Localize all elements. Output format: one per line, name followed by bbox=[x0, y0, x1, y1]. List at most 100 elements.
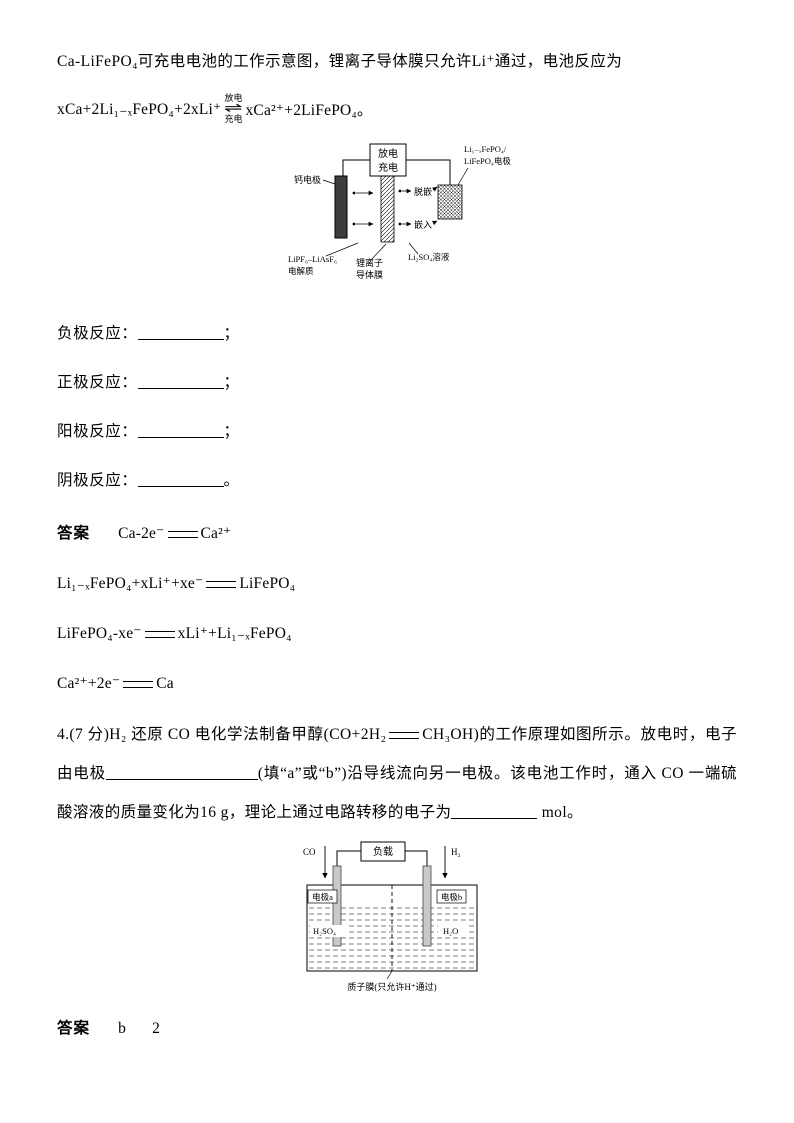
question-label: 阳极反应： bbox=[57, 423, 138, 441]
membrane-label-1: 锂离子 bbox=[356, 257, 383, 268]
electrode-answer-blank bbox=[105, 764, 258, 780]
electrolyte-label-2: 电解质 bbox=[288, 266, 314, 276]
wire-right bbox=[405, 850, 428, 870]
water-label: H₂O bbox=[443, 926, 458, 936]
punctuation: ； bbox=[223, 374, 240, 392]
electrolyte-leader bbox=[325, 242, 359, 257]
punctuation: ； bbox=[223, 325, 240, 343]
answer-block-line-3: LiFePO₄-xe⁻ xLi⁺+Li₁₋ₓFePO₄ bbox=[57, 624, 737, 644]
negative-electrode-question: 负极反应： ； bbox=[57, 324, 737, 344]
answer-blank bbox=[137, 324, 224, 341]
answer-block-line-2: Li₁₋ₓFePO₄+xLi⁺+xe⁻ LiFePO₄ bbox=[57, 574, 737, 594]
answer-equation-2: Li₁₋ₓFePO₄+xLi⁺+xe⁻ LiFePO₄ bbox=[57, 575, 295, 592]
question4-text-3: (填“a”或“b”)沿导线流向另一电极。该电池工作时，通入 CO 一端硫酸溶液的… bbox=[57, 764, 738, 821]
diagram-charge-label: 充电 bbox=[378, 161, 398, 174]
question4-text-1: 4.(7 分)H₂ 还原 CO 电化学法制备甲醇(CO+2H₂ bbox=[57, 726, 387, 744]
deintercalation-label: 脱嵌 bbox=[414, 186, 432, 197]
eq-rhs: Ca bbox=[156, 675, 174, 693]
eq-lhs: LiFePO₄-xe⁻ bbox=[57, 625, 142, 643]
charge-label: 充电 bbox=[224, 113, 243, 124]
question4-text-4: mol。 bbox=[537, 803, 583, 821]
question-label: 负极反应： bbox=[57, 325, 138, 343]
acid-label-bg bbox=[310, 925, 347, 938]
proton-membrane-caption: 质子膜(只允许H⁺通过) bbox=[347, 981, 436, 992]
answer-equation-1: Ca-2e⁻ Ca²⁺ bbox=[118, 525, 231, 542]
answer-blank bbox=[137, 422, 224, 439]
membrane-caption-leader bbox=[386, 971, 393, 980]
ion-dot bbox=[352, 191, 356, 195]
answer-blank bbox=[137, 373, 224, 390]
intercalation-label: 嵌入 bbox=[414, 220, 432, 230]
right-electrode-label-2: LiFePO₄电极 bbox=[464, 156, 511, 166]
intro-paragraph: Ca-LiFePO₄可充电电池的工作示意图，锂离子导体膜只允许Li⁺通过，电池反… bbox=[57, 50, 737, 74]
punctuation: ； bbox=[223, 423, 240, 441]
water-label-bg bbox=[438, 925, 466, 938]
answer-label: 答案 bbox=[57, 1020, 91, 1038]
reversible-reaction-stack: 放电 ⇌ 充电 bbox=[224, 93, 243, 124]
right-electrode-label-1: Li₁₋ₓFePO₄/ bbox=[464, 144, 507, 154]
answer-blank bbox=[137, 471, 224, 488]
eq-rhs: Ca²⁺ bbox=[200, 525, 232, 543]
chemical-equals-icon bbox=[389, 731, 420, 739]
electrode-a-label-box bbox=[307, 889, 338, 904]
intro-text: Ca-LiFePO₄可充电电池的工作示意图，锂离子导体膜只允许Li⁺通过，电池反… bbox=[57, 53, 623, 70]
answer-label: 答案 bbox=[57, 525, 91, 543]
eq-lhs: Ca-2e⁻ bbox=[118, 525, 165, 543]
eq-rhs: xLi⁺+Li₁₋ₓFePO₄ bbox=[177, 625, 292, 643]
co-label: CO bbox=[303, 847, 316, 857]
calcium-electrode-label: 钙电极 bbox=[294, 174, 321, 185]
cathode-question: 阴极反应： 。 bbox=[57, 471, 737, 491]
answer-question-4: 答案 b 2 bbox=[57, 1019, 737, 1039]
answer-value-2: 2 bbox=[152, 1020, 161, 1038]
equilibrium-arrow-icon: ⇌ bbox=[224, 101, 243, 117]
chemical-equals-icon bbox=[206, 580, 237, 588]
fuel-cell-diagram: 负载 CO H₂ 电极a bbox=[57, 838, 737, 1001]
load-box bbox=[360, 841, 406, 862]
wire-left bbox=[336, 850, 361, 870]
wire-left bbox=[342, 159, 370, 177]
electrode-b-bar bbox=[422, 865, 432, 947]
right-electrode-leader bbox=[457, 167, 469, 186]
diagram-discharge-label: 放电 bbox=[378, 147, 398, 160]
calcium-label-leader bbox=[322, 179, 336, 185]
electrode-a-bar bbox=[332, 865, 342, 947]
eq-lhs: Ca²⁺+2e⁻ bbox=[57, 675, 121, 693]
chemical-equals-icon bbox=[144, 630, 175, 638]
intercalation-arrow bbox=[431, 220, 438, 226]
lithium-membrane bbox=[380, 175, 395, 243]
chemical-equals-icon bbox=[167, 530, 198, 538]
equation-rhs: xCa²⁺+2LiFePO₄。 bbox=[245, 102, 373, 120]
discharge-label: 放电 bbox=[224, 93, 243, 104]
question4-text-2: CH₃OH)的工作原理如图所示。放电时，电子由电极 bbox=[57, 726, 737, 782]
battery-diagram-svg: 放电 充电 钙电极 Li₁₋ₓFePO₄/ LiFePO₄电极 脱嵌 bbox=[288, 143, 511, 280]
solution-label: Li₂SO₄溶液 bbox=[408, 252, 450, 262]
electrode-a-label: 电极a bbox=[312, 892, 333, 902]
lifepo4-electrode bbox=[437, 184, 463, 220]
eq-rhs: LiFePO₄ bbox=[239, 575, 296, 593]
h2-label: H₂ bbox=[451, 847, 461, 857]
punctuation: 。 bbox=[223, 472, 240, 490]
ion-dot bbox=[398, 222, 402, 226]
equation-lhs: xCa+2Li₁₋ₓFePO₄+2xLi⁺ bbox=[57, 100, 222, 118]
positive-electrode-question: 正极反应： ； bbox=[57, 373, 737, 393]
battery-reaction-equation: xCa+2Li₁₋ₓFePO₄+2xLi⁺ 放电 ⇌ 充电 xCa²⁺+2LiF… bbox=[57, 86, 737, 132]
answer-equation-3: LiFePO₄-xe⁻ xLi⁺+Li₁₋ₓFePO₄ bbox=[57, 625, 292, 642]
load-label: 负载 bbox=[373, 845, 393, 858]
acid-label: H₂SO₄ bbox=[313, 926, 336, 936]
fuel-cell-diagram-svg: 负载 CO H₂ 电极a bbox=[303, 841, 478, 992]
question-label: 阴极反应： bbox=[57, 472, 138, 490]
electrode-b-label-box bbox=[436, 889, 467, 904]
answer-equation-4: Ca²⁺+2e⁻ Ca bbox=[57, 675, 174, 692]
solution-leader bbox=[408, 242, 419, 255]
membrane-label-2: 导体膜 bbox=[356, 269, 383, 280]
eq-lhs: Li₁₋ₓFePO₄+xLi⁺+xe⁻ bbox=[57, 575, 204, 593]
ion-dot bbox=[352, 222, 356, 226]
question-label: 正极反应： bbox=[57, 374, 138, 392]
deintercalation-arrow bbox=[432, 186, 438, 192]
ion-dot bbox=[398, 189, 402, 193]
wire-right bbox=[406, 159, 451, 186]
answer-block-line-4: Ca²⁺+2e⁻ Ca bbox=[57, 674, 737, 694]
discharge-charge-box bbox=[369, 143, 407, 177]
